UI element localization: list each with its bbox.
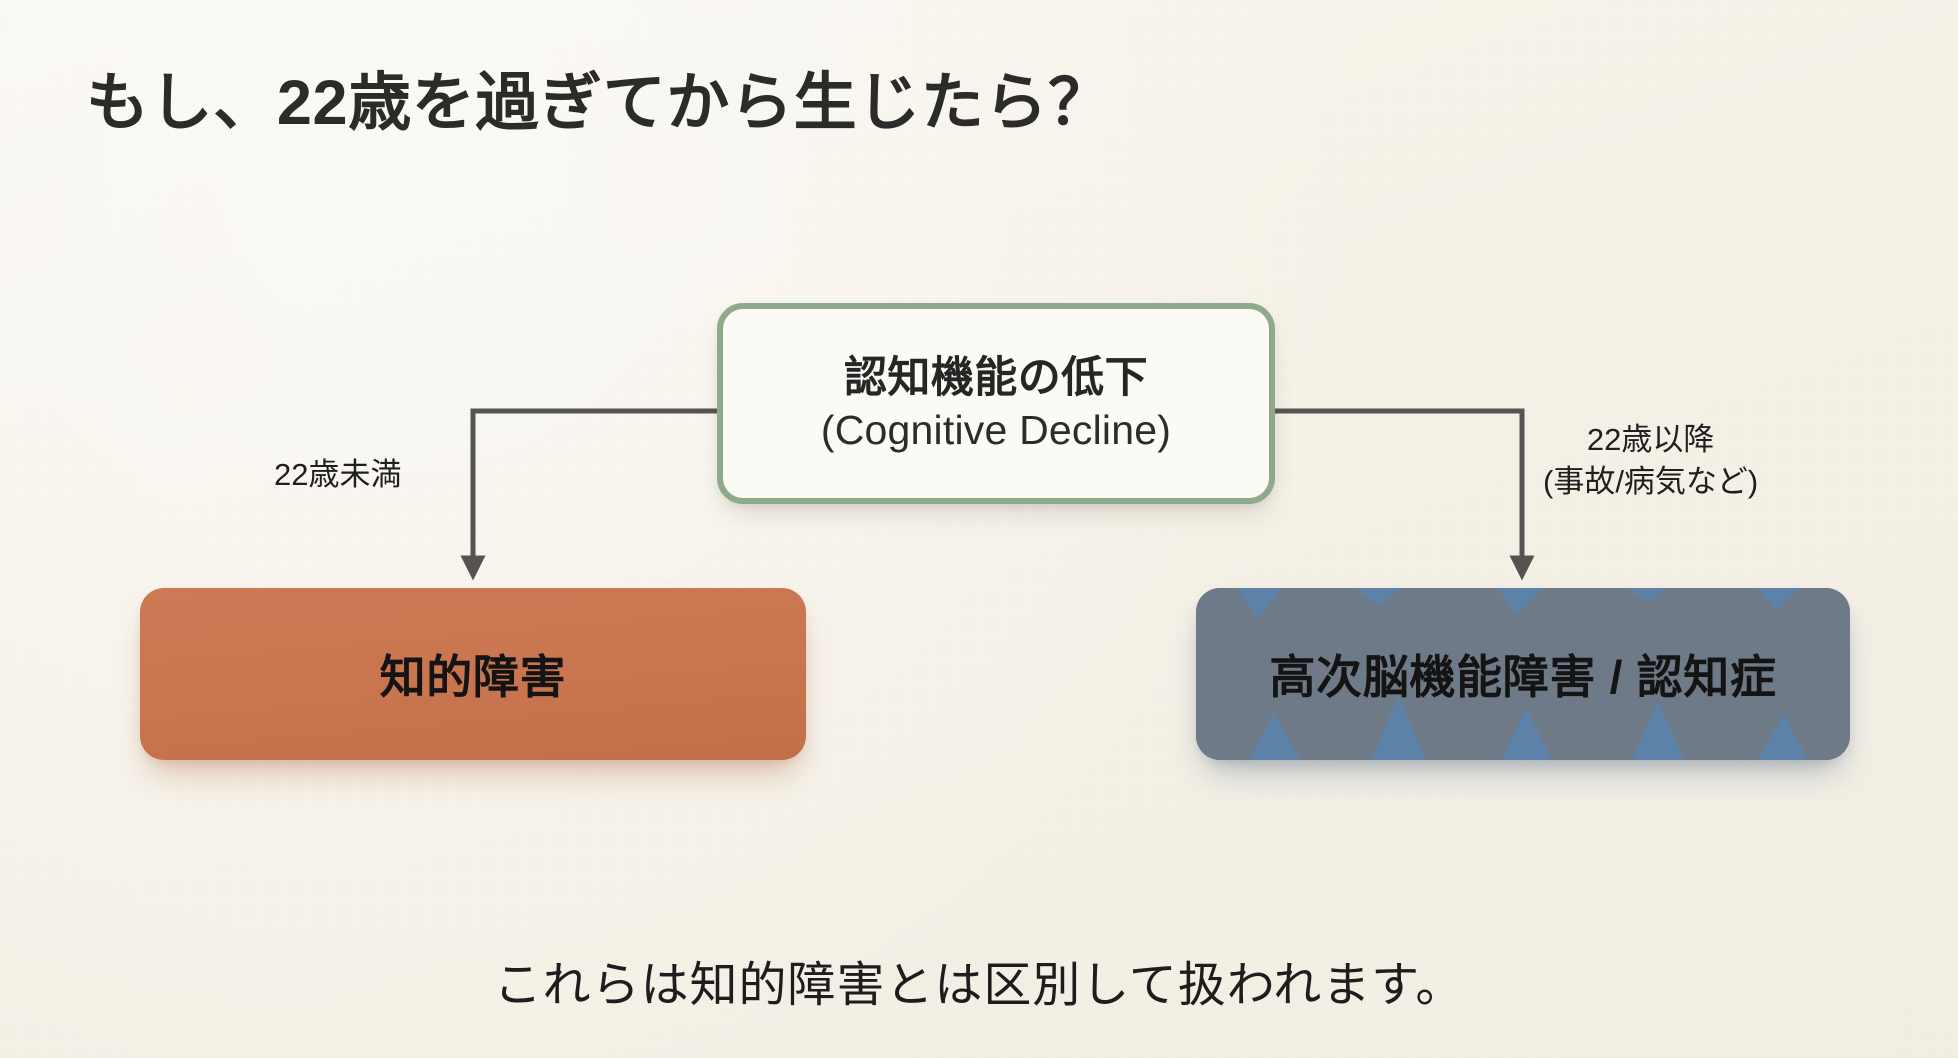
center-node-subheading: (Cognitive Decline) <box>820 406 1172 453</box>
center-node-heading: 認知機能の低下 <box>843 354 1148 403</box>
outcome-box-acquired-brain-dysfunction[interactable]: 高次脳機能障害 / 認知症 <box>1196 588 1850 760</box>
page-title: もし、22歳を過ぎてから生じたら？ <box>86 68 1112 138</box>
branch-label-right-line1: 22歳以降 <box>1586 422 1715 457</box>
slide-caption: これらは知的障害とは区別して扱われます。 <box>493 959 1465 1012</box>
branch-label-left-line1: 22歳未満 <box>274 457 402 492</box>
outcome-label-intellectual-disability: 知的障害 <box>379 651 567 703</box>
center-node-cognitive-decline[interactable]: 認知機能の低下 (Cognitive Decline) <box>717 303 1275 504</box>
branch-label-right: 22歳以降 (事故/病気など) <box>1543 419 1758 502</box>
branch-label-right-line2: (事故/病気など) <box>1543 463 1759 499</box>
connector-left <box>460 408 720 581</box>
branch-label-left: 22歳未満 <box>274 454 401 496</box>
outcome-box-intellectual-disability[interactable]: 知的障害 <box>140 588 806 760</box>
outcome-label-acquired-brain-dysfunction: 高次脳機能障害 / 認知症 <box>1269 651 1777 703</box>
connector-right <box>1273 408 1535 581</box>
zigzag-texture <box>1196 588 1850 760</box>
